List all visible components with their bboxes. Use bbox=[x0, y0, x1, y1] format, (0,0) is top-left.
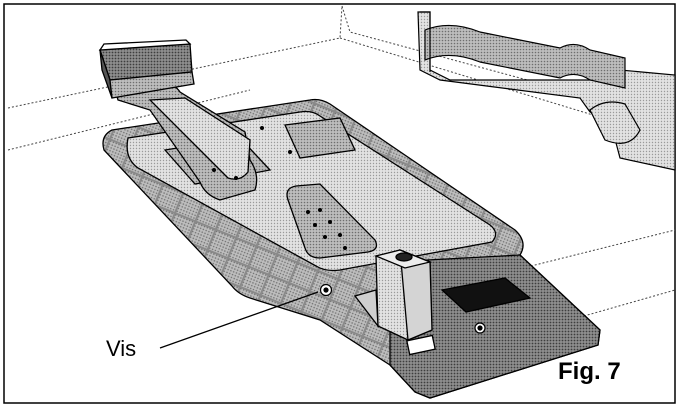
base-tab bbox=[406, 334, 436, 356]
base-opening bbox=[440, 277, 532, 313]
figure-label: Fig. 7 bbox=[558, 358, 621, 385]
burner-holes bbox=[306, 208, 347, 250]
shelf-rail bbox=[417, 11, 676, 171]
ignition-block bbox=[353, 249, 433, 341]
screw-icon bbox=[474, 322, 486, 334]
callout-label: Vis bbox=[106, 336, 136, 361]
burner-end-block bbox=[98, 39, 195, 99]
callout-line bbox=[159, 291, 319, 349]
screw-icon bbox=[319, 283, 333, 297]
